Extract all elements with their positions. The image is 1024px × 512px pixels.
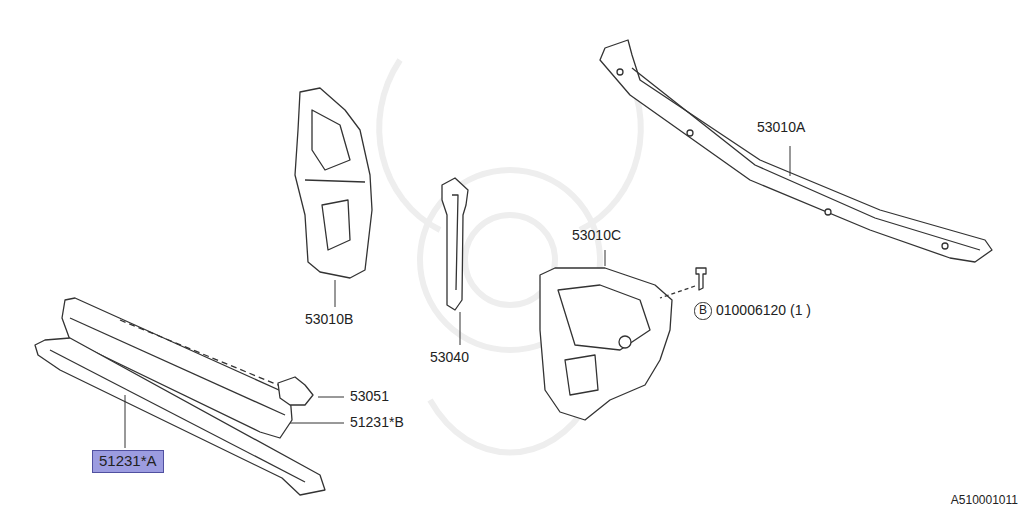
part-number: 53010C	[572, 228, 621, 243]
node-text: B	[699, 304, 707, 317]
part-number-highlight: 51231*A	[92, 450, 164, 473]
part-number: 53051	[350, 389, 389, 404]
part-53010c	[540, 268, 672, 420]
part-53010a	[600, 40, 992, 262]
diagram-id: A510001011	[951, 494, 1018, 507]
bolt-symbol: B	[694, 302, 711, 319]
part-53040	[442, 178, 468, 310]
bolt	[660, 268, 706, 298]
part-51231a	[35, 338, 325, 495]
bolt-part-number: 010006120 (1 )	[716, 303, 811, 318]
part-number: 53010A	[757, 120, 805, 135]
part-number: 51231*B	[350, 415, 404, 430]
part-53010b	[295, 88, 372, 278]
node-text: 51231*A	[99, 453, 157, 470]
leader-lines	[125, 146, 790, 448]
part-number: 53010B	[305, 312, 353, 327]
part-number: 53040	[430, 350, 469, 365]
